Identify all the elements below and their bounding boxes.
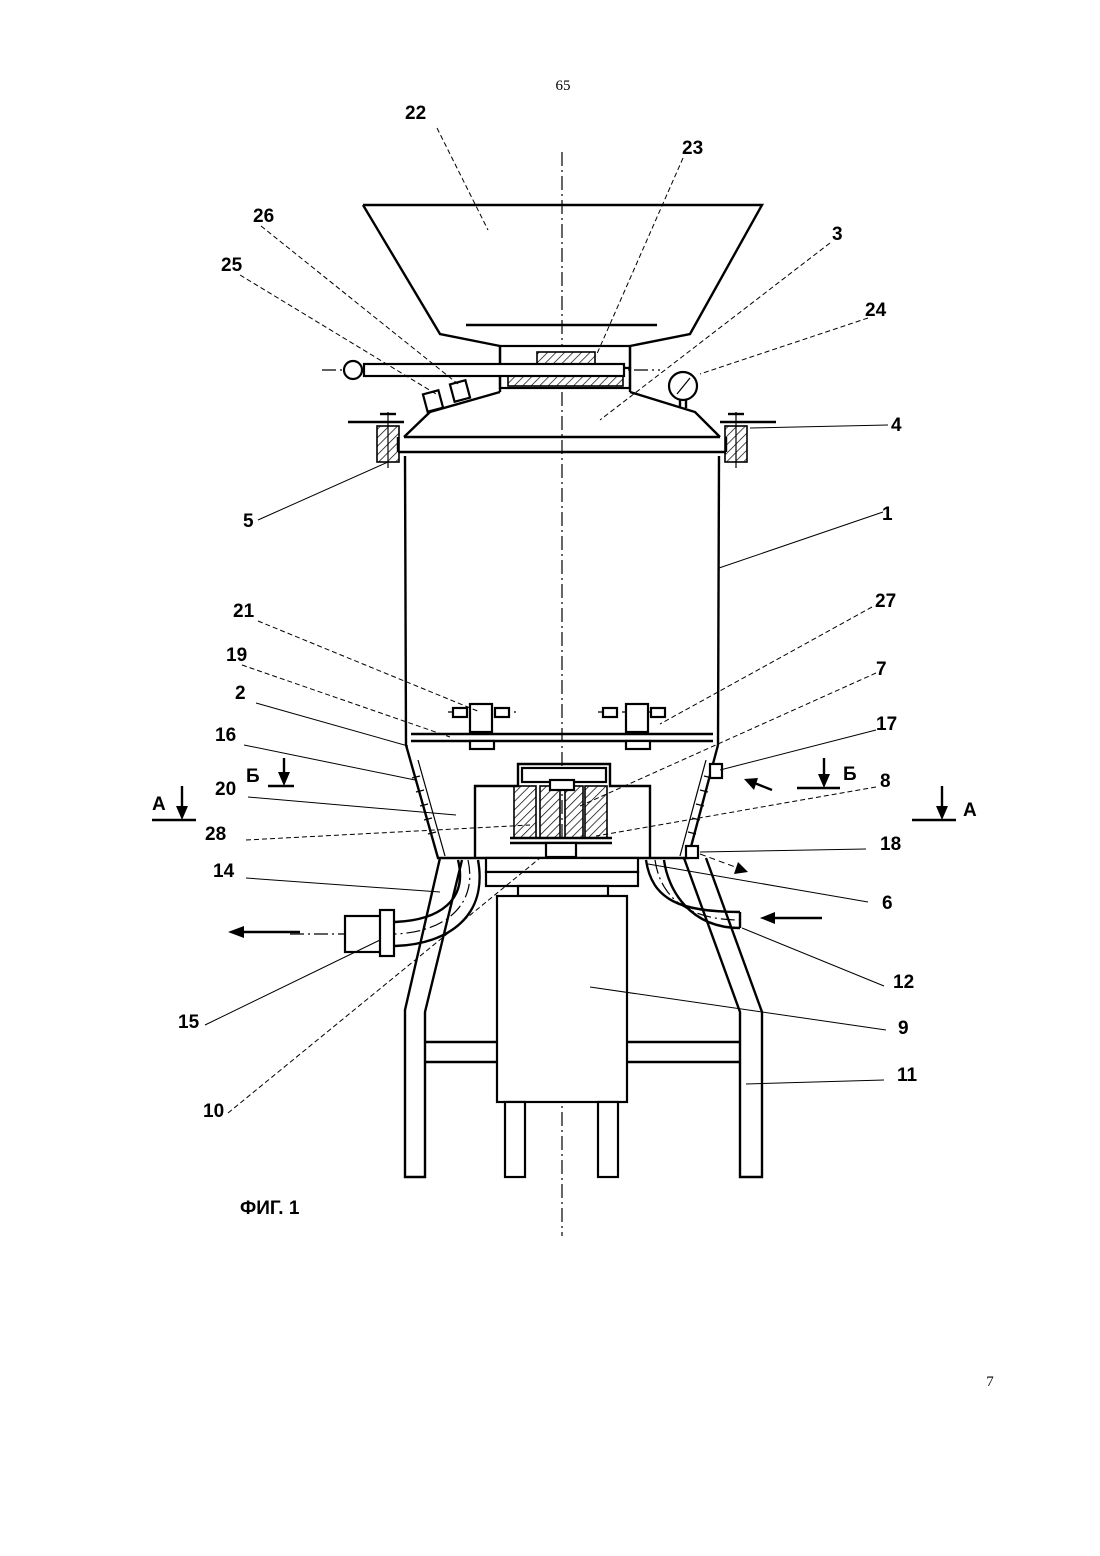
cone-jacket: [406, 745, 722, 858]
label-21: 21: [233, 601, 255, 622]
section-marker-a-right: А: [912, 786, 977, 821]
lid-clamp-left: [348, 412, 404, 468]
label-24: 24: [865, 300, 887, 321]
inlet-pipe: [646, 860, 740, 928]
plate-fastener-right: [598, 704, 668, 749]
figure-caption: ФИГ. 1: [240, 1198, 300, 1219]
section-marker-a-left: А: [152, 786, 196, 820]
label-7: 7: [876, 659, 887, 680]
label-11: 11: [897, 1065, 918, 1086]
section-marker-b-right: Б: [797, 758, 857, 788]
label-10: 10: [203, 1101, 224, 1122]
plate-fastener-left: [448, 704, 518, 749]
label-16: 16: [215, 725, 236, 746]
label-2: 2: [235, 683, 246, 704]
label-9: 9: [898, 1018, 909, 1039]
page-number-bottom: 7: [986, 1374, 994, 1390]
label-22: 22: [405, 103, 426, 124]
manometer-icon: [669, 372, 697, 408]
label-4: 4: [891, 415, 902, 436]
label-19: 19: [226, 645, 247, 666]
label-23: 23: [682, 138, 703, 159]
label-6: 6: [882, 893, 893, 914]
svg-text:Б: Б: [843, 764, 857, 785]
label-1: 1: [882, 504, 893, 525]
lid-clamp-right: [720, 412, 776, 468]
label-27: 27: [875, 591, 896, 612]
gate-lever: [322, 361, 660, 379]
label-5: 5: [243, 511, 254, 532]
label-14: 14: [213, 861, 235, 882]
label-15: 15: [178, 1012, 200, 1033]
label-3: 3: [832, 224, 843, 245]
svg-text:А: А: [963, 800, 977, 821]
section-marker-b-left: Б: [246, 758, 294, 787]
label-12: 12: [893, 972, 914, 993]
motor: [497, 896, 627, 1102]
label-25: 25: [221, 255, 243, 276]
label-28: 28: [205, 824, 226, 845]
label-18: 18: [880, 834, 901, 855]
svg-text:Б: Б: [246, 766, 260, 787]
base-flange: [486, 858, 638, 896]
label-20: 20: [215, 779, 236, 800]
label-26: 26: [253, 206, 274, 227]
label-8: 8: [880, 771, 891, 792]
label-17: 17: [876, 714, 897, 735]
svg-text:А: А: [152, 794, 166, 815]
page-number-top: 65: [556, 78, 571, 94]
